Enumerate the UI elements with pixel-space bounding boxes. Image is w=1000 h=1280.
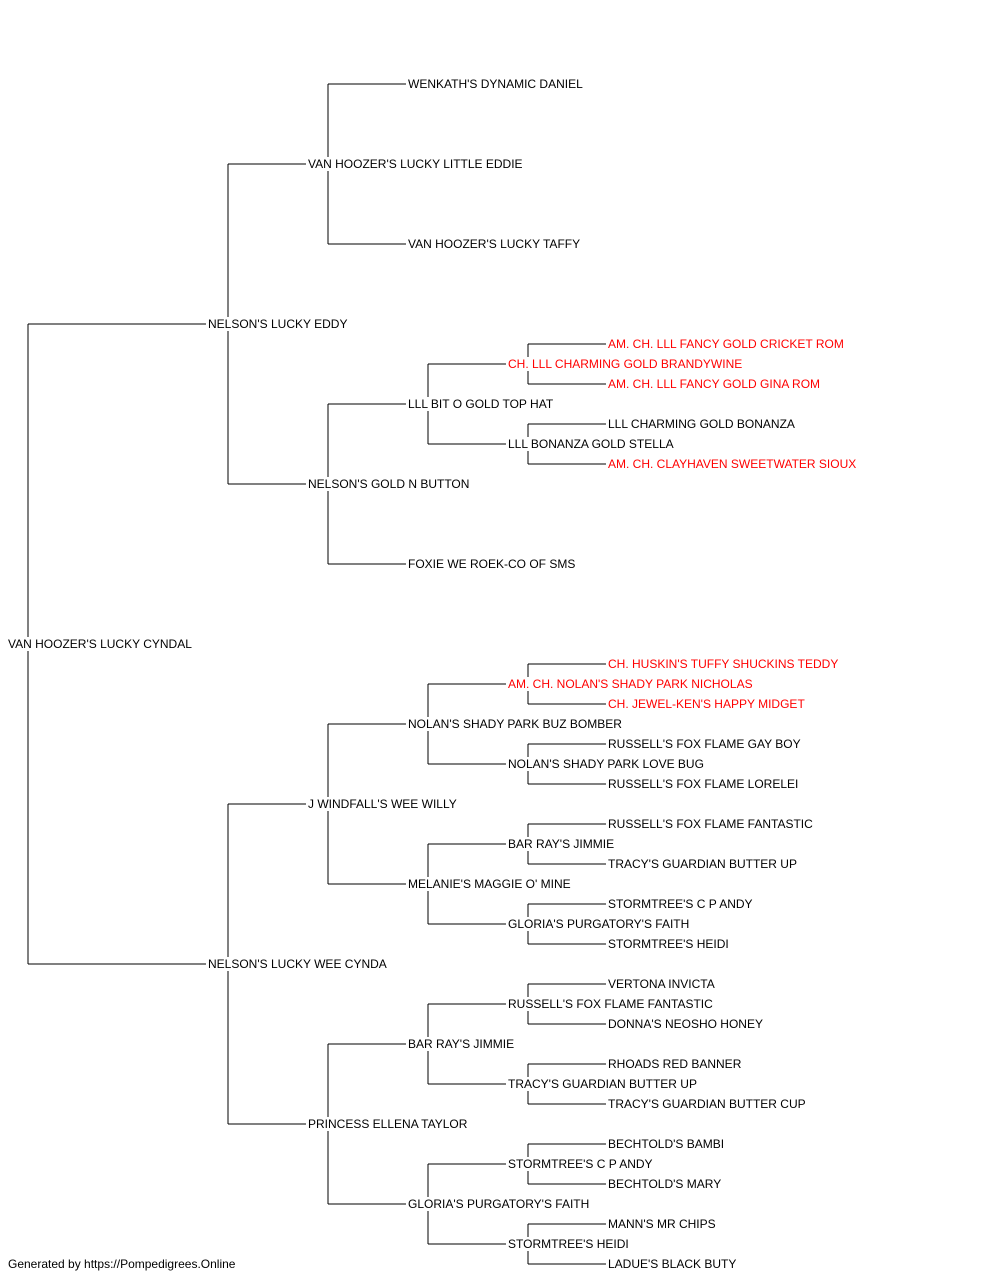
pedigree-dam-sire-dam-sire: BAR RAY'S JIMMIE [508, 837, 617, 851]
generator-credit: Generated by https://Pompedigrees.Online [8, 1257, 236, 1271]
pedigree-dam-sire-sire-sire: AM. CH. NOLAN'S SHADY PARK NICHOLAS [508, 677, 755, 691]
pedigree-sire-sire-sire: WENKATH'S DYNAMIC DANIEL [408, 77, 585, 91]
pedigree-sire-dam-sire-sire-sire: AM. CH. LLL FANCY GOLD CRICKET ROM [608, 337, 846, 351]
pedigree-dam-dam-dam-dam-sire: MANN'S MR CHIPS [608, 1217, 718, 1231]
pedigree-sire-dam-sire-sire: CH. LLL CHARMING GOLD BRANDYWINE [508, 357, 745, 371]
pedigree-dam-dam-dam: GLORIA'S PURGATORY'S FAITH [408, 1197, 592, 1211]
pedigree-sire-dam-sire-sire-dam: AM. CH. LLL FANCY GOLD GINA ROM [608, 377, 823, 391]
pedigree-dam-sire-sire-dam-dam: RUSSELL'S FOX FLAME LORELEI [608, 777, 801, 791]
pedigree-sire-dam-sire-dam-dam: AM. CH. CLAYHAVEN SWEETWATER SIOUX [608, 457, 859, 471]
pedigree-dam-dam-dam-sire-sire: BECHTOLD'S BAMBI [608, 1137, 727, 1151]
pedigree-dam-sire-dam-sire-sire: RUSSELL'S FOX FLAME FANTASTIC [608, 817, 815, 831]
pedigree-dam-sire-sire-sire-dam: CH. JEWEL-KEN'S HAPPY MIDGET [608, 697, 807, 711]
pedigree-dam-dam-dam-dam-dam: LADUE'S BLACK BUTY [608, 1257, 739, 1271]
pedigree-dam-dam-sire-sire-dam: DONNA'S NEOSHO HONEY [608, 1017, 765, 1031]
pedigree-dam-sire-dam: MELANIE'S MAGGIE O' MINE [408, 877, 573, 891]
pedigree-sire-dam-sire: LLL BIT O GOLD TOP HAT [408, 397, 556, 411]
pedigree-sire-dam-dam: FOXIE WE ROEK-CO OF SMS [408, 557, 578, 571]
pedigree-dam-dam-sire-dam: TRACY'S GUARDIAN BUTTER UP [508, 1077, 699, 1091]
pedigree-dam-sire-sire: NOLAN'S SHADY PARK BUZ BOMBER [408, 717, 624, 731]
pedigree-dam-sire-dam-dam-dam: STORMTREE'S HEIDI [608, 937, 731, 951]
pedigree-dam-dam: PRINCESS ELLENA TAYLOR [308, 1117, 470, 1131]
pedigree-sire-dam: NELSON'S GOLD N BUTTON [308, 477, 472, 491]
pedigree-dam-sire-dam-dam-sire: STORMTREE'S C P ANDY [608, 897, 755, 911]
pedigree-dam-sire-dam-sire-dam: TRACY'S GUARDIAN BUTTER UP [608, 857, 799, 871]
pedigree-dam-dam-sire-sire-sire: VERTONA INVICTA [608, 977, 717, 991]
pedigree-dam-dam-sire-dam-dam: TRACY'S GUARDIAN BUTTER CUP [608, 1097, 808, 1111]
pedigree-dam-sire-sire-sire-sire: CH. HUSKIN'S TUFFY SHUCKINS TEDDY [608, 657, 841, 671]
pedigree-dam-dam-sire-dam-sire: RHOADS RED BANNER [608, 1057, 744, 1071]
pedigree-dam: NELSON'S LUCKY WEE CYNDA [208, 957, 389, 971]
pedigree-sire: NELSON'S LUCKY EDDY [208, 317, 350, 331]
pedigree-dam-dam-sire: BAR RAY'S JIMMIE [408, 1037, 517, 1051]
pedigree-sire-sire: VAN HOOZER'S LUCKY LITTLE EDDIE [308, 157, 525, 171]
pedigree-dam-sire: J WINDFALL'S WEE WILLY [308, 797, 459, 811]
pedigree-sire-dam-sire-dam-sire: LLL CHARMING GOLD BONANZA [608, 417, 797, 431]
pedigree-dam-dam-dam-sire: STORMTREE'S C P ANDY [508, 1157, 655, 1171]
pedigree-dam-dam-dam-sire-dam: BECHTOLD'S MARY [608, 1177, 724, 1191]
pedigree-dam-dam-sire-sire: RUSSELL'S FOX FLAME FANTASTIC [508, 997, 715, 1011]
pedigree-subject: VAN HOOZER'S LUCKY CYNDAL [8, 637, 194, 651]
pedigree-sire-dam-sire-dam: LLL BONANZA GOLD STELLA [508, 437, 676, 451]
pedigree-dam-sire-sire-dam-sire: RUSSELL'S FOX FLAME GAY BOY [608, 737, 803, 751]
pedigree-dam-sire-sire-dam: NOLAN'S SHADY PARK LOVE BUG [508, 757, 706, 771]
pedigree-dam-dam-dam-dam: STORMTREE'S HEIDI [508, 1237, 631, 1251]
pedigree-dam-sire-dam-dam: GLORIA'S PURGATORY'S FAITH [508, 917, 692, 931]
pedigree-sire-sire-dam: VAN HOOZER'S LUCKY TAFFY [408, 237, 583, 251]
